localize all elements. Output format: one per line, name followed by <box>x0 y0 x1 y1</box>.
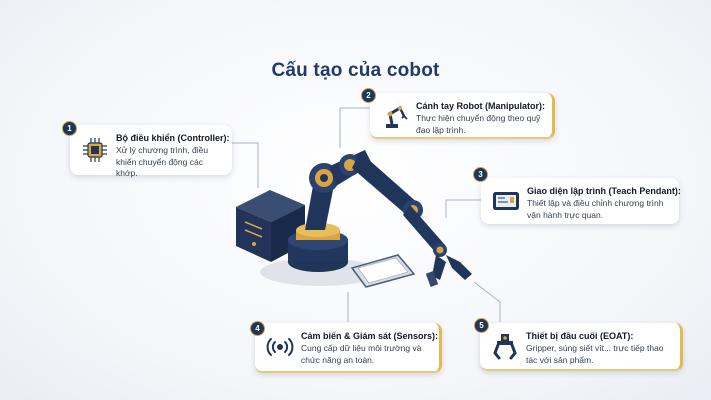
component-heading: Bộ điều khiển (Controller): <box>116 133 230 143</box>
component-heading: Giao diện lập trình (Teach Pendant): <box>527 186 681 196</box>
tablet-screen-icon <box>491 186 521 216</box>
robot-arm-icon <box>380 100 410 130</box>
component-card-teach-pendant: Giao diện lập trình (Teach Pendant): Thi… <box>481 178 681 224</box>
component-card-manipulator: Cánh tay Robot (Manipulator): Thực hiện … <box>370 93 555 139</box>
signal-waves-icon <box>265 332 295 362</box>
component-description: Thiết lập và điều chỉnh chương trình vận… <box>527 198 664 220</box>
number-badge-1: 1 <box>62 121 77 136</box>
component-description: Thực hiện chuyển động theo quỹ đạo lập t… <box>416 113 541 135</box>
component-card-controller: Bộ điều khiển (Controller): Xử lý chương… <box>70 125 232 178</box>
component-heading: Cánh tay Robot (Manipulator): <box>416 101 545 111</box>
component-card-eoat: Thiết bị đầu cuối (EOAT): Gripper, súng … <box>480 323 683 371</box>
page-title: Cấu tạo của cobot <box>271 60 440 81</box>
component-description: Gripper, súng siết vít... trực tiếp thao… <box>526 343 664 365</box>
cpu-chip-icon <box>80 135 110 165</box>
gripper-icon <box>490 331 520 361</box>
component-heading: Thiết bị đầu cuối (EOAT): <box>526 331 634 341</box>
number-badge-5: 5 <box>474 318 489 333</box>
component-description: Xử lý chương trình, điều khiển chuyển độ… <box>116 145 209 178</box>
number-badge-4: 4 <box>250 321 265 336</box>
component-description: Cung cấp dữ liệu môi trường và chức năng… <box>301 343 422 365</box>
component-card-sensors: Cảm biến & Giám sát (Sensors): Cung cấp … <box>255 323 442 373</box>
number-badge-3: 3 <box>473 167 488 182</box>
number-badge-2: 2 <box>361 88 376 103</box>
component-heading: Cảm biến & Giám sát (Sensors): <box>301 331 439 341</box>
